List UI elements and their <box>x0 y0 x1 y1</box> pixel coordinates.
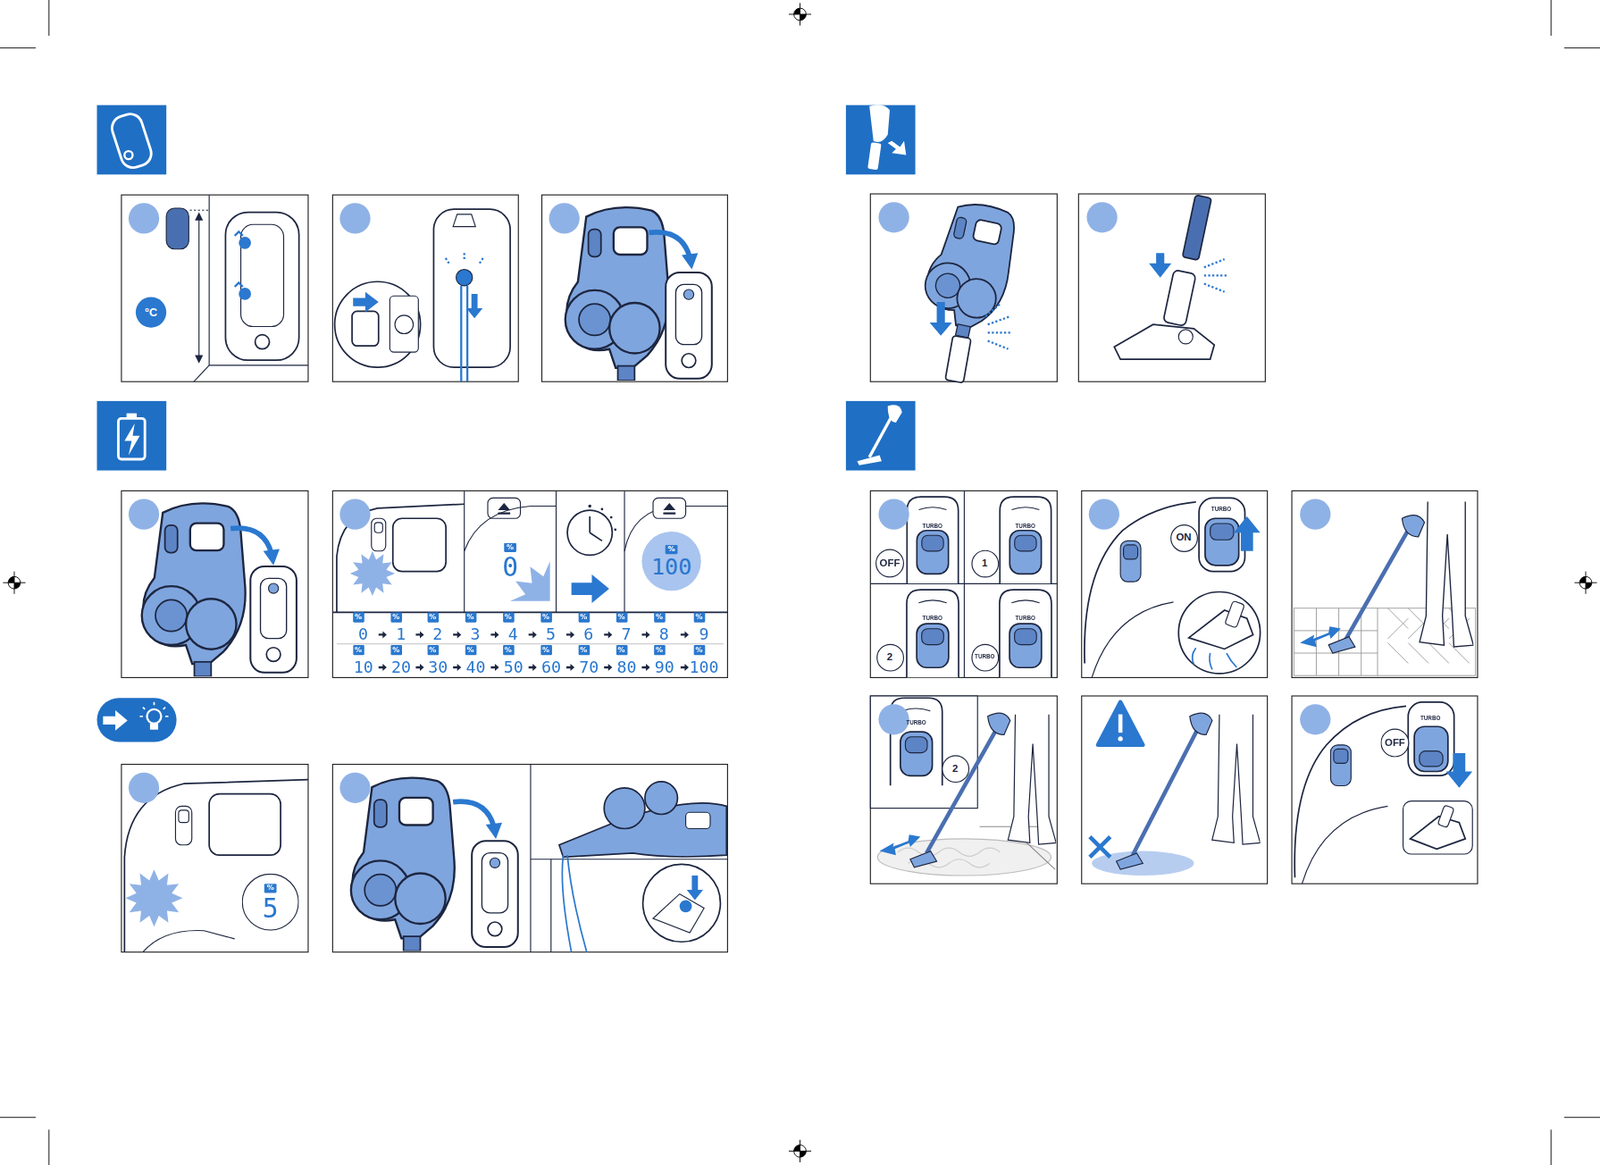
charge-level: 60 <box>541 659 562 676</box>
percent-chip: % <box>653 611 666 622</box>
display-text: OFF <box>879 558 901 569</box>
button-label: TURBO <box>922 522 943 529</box>
button-label: TURBO <box>1211 506 1232 513</box>
charge-level: 4 <box>508 626 519 643</box>
charge-level: 5 <box>545 626 556 643</box>
charge-level: 3 <box>470 626 481 643</box>
charge-level: 40 <box>465 659 486 676</box>
charge-level: 80 <box>616 659 637 676</box>
setting-badge: OFF <box>1380 728 1409 758</box>
display-text: °C <box>144 306 158 319</box>
charge-level: 8 <box>659 626 670 643</box>
percent-chip: % <box>390 611 403 622</box>
setting-badge: 2 <box>876 643 905 671</box>
button-label: TURBO <box>905 719 926 726</box>
percent-chip: % <box>504 542 517 552</box>
button-label: TURBO <box>1015 522 1036 529</box>
charge-level: 6 <box>583 626 594 643</box>
percent-chip: % <box>540 611 553 622</box>
percent-chip: % <box>502 645 515 655</box>
setting-badge: ON <box>1170 524 1198 553</box>
charge-level: 100 <box>689 659 720 676</box>
display-text: 2 <box>887 652 893 662</box>
display-text: 5 <box>262 894 279 922</box>
percent-chip: % <box>578 645 590 655</box>
button-label: TURBO <box>1015 615 1036 622</box>
percent-chip: % <box>665 544 678 553</box>
percent-chip: % <box>427 645 439 655</box>
starburst-bubble: %0 <box>470 521 551 602</box>
percent-chip: % <box>502 611 515 622</box>
charge-level: 0 <box>358 626 369 643</box>
charge-level: 7 <box>621 626 632 643</box>
charge-level: 10 <box>353 659 374 676</box>
display-text: 1 <box>981 558 988 569</box>
percent-chip: % <box>540 645 553 655</box>
charge-level: 2 <box>432 626 443 643</box>
display-text: 100 <box>651 555 692 579</box>
percent-chip: % <box>390 645 403 655</box>
percent-chip: % <box>653 645 666 655</box>
percent-chip: % <box>352 645 365 655</box>
charge-level: 50 <box>503 659 524 676</box>
percent-chip: % <box>693 645 705 655</box>
charge-level: 9 <box>698 626 709 643</box>
percent-chip: % <box>693 611 705 622</box>
setting-badge: OFF <box>875 549 905 579</box>
display-text: 0 <box>502 553 519 581</box>
percent-chip: % <box>464 611 477 622</box>
percent-chip: % <box>578 611 590 622</box>
setting-badge: TURBO <box>971 643 999 671</box>
charge-level: 20 <box>391 659 411 676</box>
percent-chip: % <box>352 611 365 622</box>
percent-chip: % <box>615 611 628 622</box>
display-text: 2 <box>952 762 958 773</box>
charge-level: 90 <box>654 659 675 676</box>
percent-chip: % <box>615 645 628 655</box>
charge-level: 30 <box>427 659 448 676</box>
display-bubble: °C <box>135 296 167 327</box>
display-bubble: %5 <box>242 873 300 931</box>
percent-chip: % <box>464 645 477 655</box>
button-label: TURBO <box>1420 715 1441 722</box>
percent-chip: % <box>427 611 439 622</box>
charge-level: 70 <box>578 659 599 676</box>
charge-level: 1 <box>395 626 406 643</box>
display-bubble: % 100 <box>641 531 701 591</box>
display-text: TURBO <box>974 653 995 660</box>
setting-badge: 2 <box>941 754 970 783</box>
display-text: OFF <box>1384 737 1406 748</box>
percent-chip: % <box>264 883 277 893</box>
setting-badge: 1 <box>971 549 999 578</box>
button-label: TURBO <box>922 615 943 622</box>
display-text: ON <box>1175 532 1191 543</box>
